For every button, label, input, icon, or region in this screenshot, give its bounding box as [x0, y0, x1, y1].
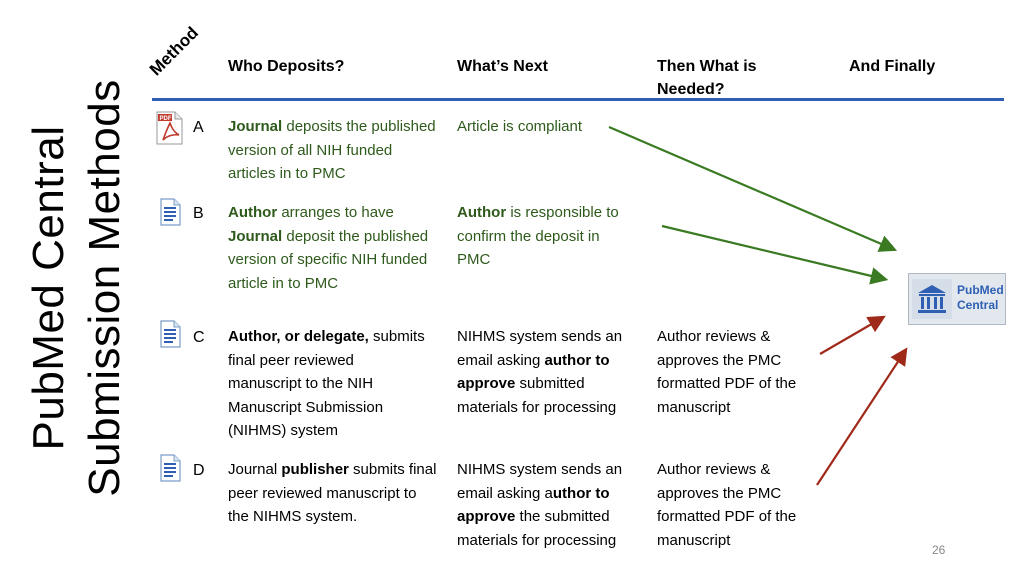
pdf-icon: PDF — [156, 111, 183, 145]
whats-next-header: What’s Next — [457, 58, 548, 75]
pubmed-central-logo: PubMed Central — [908, 273, 1006, 325]
row-a-letter: A — [193, 119, 204, 136]
row-c-next-line: NIHMS system sends an — [457, 328, 623, 345]
row-d-next-line: NIHMS system sends an — [457, 461, 623, 478]
then-what-header-line2: Needed? — [657, 81, 725, 98]
arrow-c — [819, 315, 886, 355]
row-c-who-line: Author, or delegate, submits — [228, 328, 425, 345]
and-finally-header: And Finally — [849, 58, 936, 75]
row-d-letter: D — [193, 462, 205, 479]
row-a-who: Journal deposits the published version o… — [228, 115, 436, 186]
logo-text-line1: PubMed — [957, 283, 1004, 297]
row-b-next-line: Author is responsible to — [457, 204, 619, 221]
row-d-then: Author reviews & approves the PMC format… — [657, 458, 796, 552]
row-c-next: NIHMS system sends an email asking autho… — [457, 325, 622, 419]
row-b-who-line: article in to PMC — [228, 274, 339, 292]
row-b-who: Author arranges to have Journal deposit … — [228, 201, 428, 295]
row-c-then-line: formatted PDF of the — [657, 375, 797, 393]
arrow-b — [661, 224, 889, 285]
row-a-who-line: version of all NIH funded — [228, 141, 393, 159]
row-d-next-line: approve the submitted — [457, 508, 610, 526]
row-c-then: Author reviews & approves the PMC format… — [657, 325, 796, 419]
row-a-who-line: articles in to PMC — [228, 165, 346, 183]
row-b-next-line: PMC — [457, 251, 491, 269]
row-d-next-line: materials for processing — [457, 531, 617, 549]
row-c-who-line: final peer reviewed — [228, 351, 354, 369]
svg-text:PDF: PDF — [160, 116, 172, 122]
row-c-who: Author, or delegate, submits final peer … — [228, 325, 425, 443]
row-a-who-bold: Journal — [228, 118, 283, 135]
logo-text-line2: Central — [957, 298, 999, 312]
document-icon — [160, 454, 181, 482]
row-b-who-line: version of specific NIH funded — [228, 251, 428, 269]
row-d-who-line: the NIHMS system. — [228, 508, 358, 526]
header-rule — [152, 98, 1004, 101]
row-c-then-line: manuscript — [657, 398, 731, 416]
page-number: 26 — [932, 543, 946, 557]
row-c-letter: C — [193, 329, 205, 346]
row-d-next: NIHMS system sends an email asking autho… — [457, 458, 622, 552]
row-d-then-line: Author reviews & — [657, 461, 771, 478]
document-icon — [160, 198, 181, 226]
row-c-who-line: Manuscript Submission — [228, 398, 384, 416]
row-c-next-line: email asking author to — [457, 351, 610, 369]
row-d-then-line: manuscript — [657, 531, 731, 549]
document-icon — [160, 320, 181, 348]
row-c-then-line: Author reviews & — [657, 328, 771, 345]
pubmed-central-logo-graphic — [908, 273, 1006, 325]
row-b-who-line: Journal deposit the published — [228, 227, 429, 245]
then-what-header-line1: Then What is — [657, 58, 757, 75]
row-c-then-line: approves the PMC — [657, 351, 782, 369]
logo-text: PubMed Central — [957, 283, 1004, 313]
row-d-then-line: formatted PDF of the — [657, 508, 797, 526]
row-a-next-line: Article is compliant — [457, 118, 583, 135]
row-c-who-line: manuscript to the NIH — [228, 375, 374, 393]
arrow-a — [608, 125, 898, 252]
row-c-next-line: materials for processing — [457, 398, 617, 416]
row-d-who: Journal publisher submits final peer rev… — [228, 458, 436, 529]
row-b-next-line: confirm the deposit in — [457, 227, 600, 245]
row-d-then-line: approves the PMC — [657, 484, 782, 502]
row-b-next: Author is responsible to confirm the dep… — [457, 201, 619, 272]
arrow-d — [816, 347, 908, 486]
row-d-who-line: Journal publisher submits final — [228, 461, 437, 478]
row-b-letter: B — [193, 205, 204, 222]
row-c-who-line: (NIHMS) system — [228, 422, 338, 440]
row-c-next-line: approve submitted — [457, 375, 585, 393]
row-a-next: Article is compliant — [457, 115, 582, 139]
row-a-who-line: Journal deposits the published — [228, 118, 436, 135]
then-what-header: Then What is Needed? — [657, 55, 757, 101]
row-d-next-line: email asking author to — [457, 484, 610, 502]
who-deposits-header: Who Deposits? — [228, 58, 345, 75]
row-b-who-line: Author arranges to have — [228, 204, 394, 221]
row-d-who-line: peer reviewed manuscript to — [228, 484, 417, 502]
